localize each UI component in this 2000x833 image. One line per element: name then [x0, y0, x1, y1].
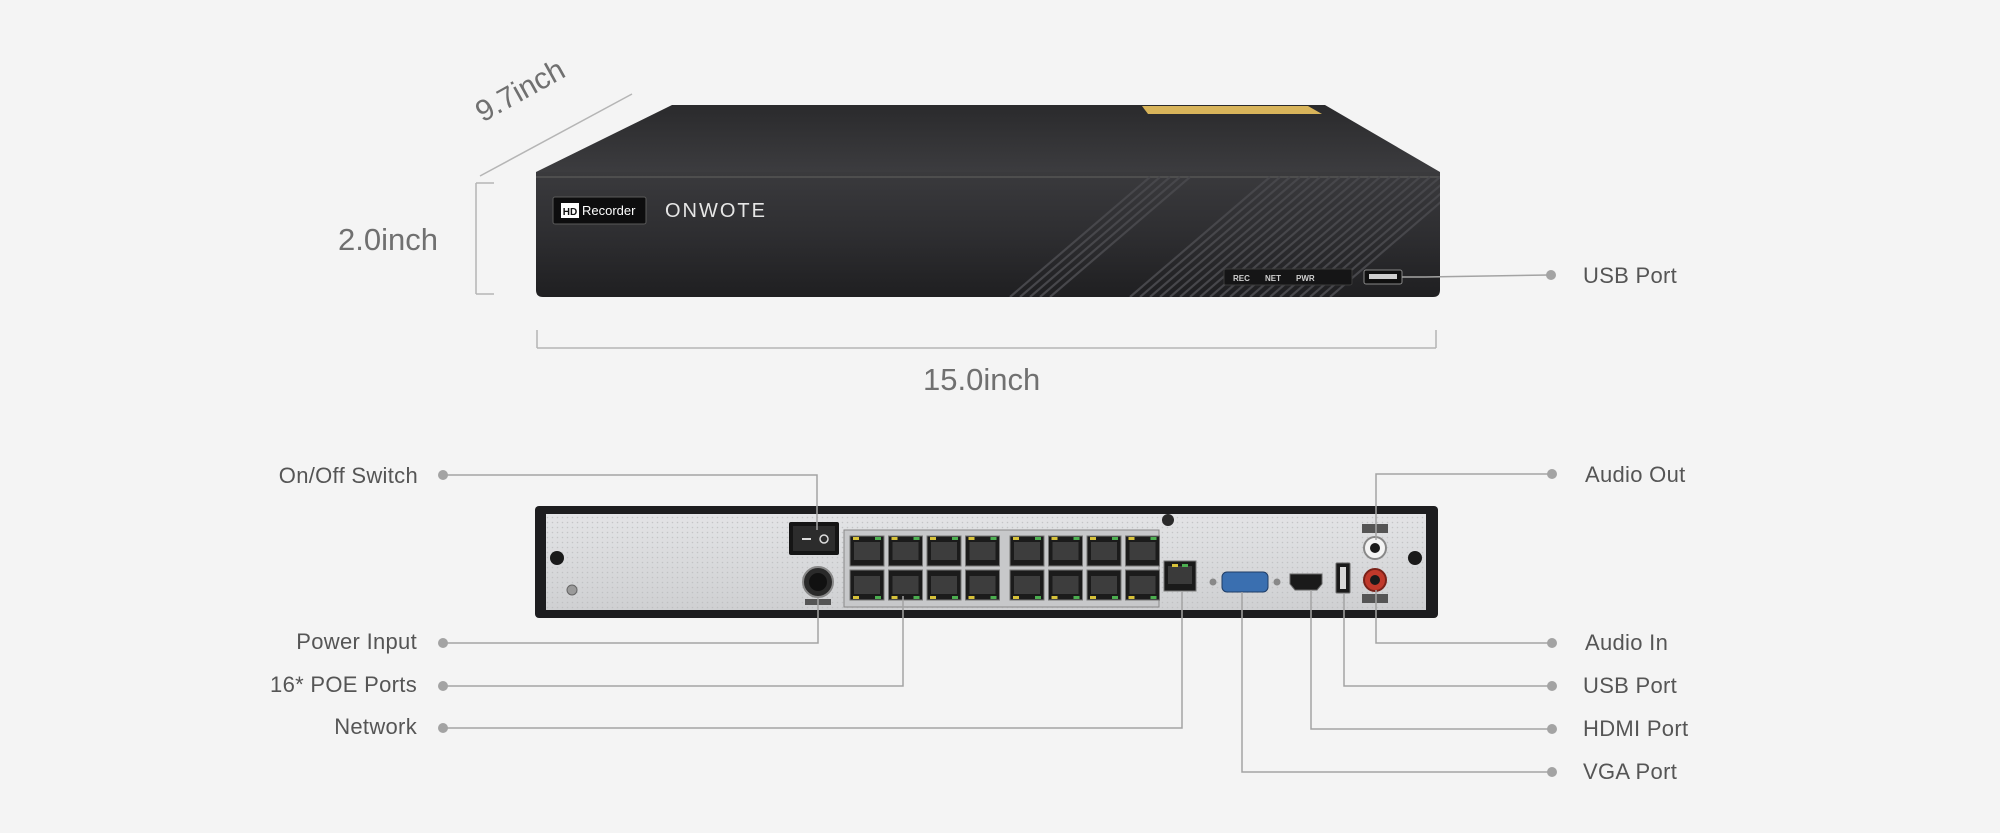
audio-in-label: Audio In [1585, 630, 1669, 655]
poe-port [1086, 569, 1122, 601]
power-input-label: Power Input [296, 629, 417, 654]
poe-port [1048, 569, 1083, 601]
rear-usb-port-label: USB Port [1583, 673, 1678, 698]
front-usb-port-label: USB Port [1583, 263, 1678, 288]
front-face [536, 172, 1440, 297]
leader-lines [443, 274, 1552, 773]
dimension-lines [475, 93, 1437, 349]
poe-port-grid [849, 535, 1160, 601]
poe-port [849, 569, 885, 601]
brand-logo-text: ONWOTE [665, 200, 767, 222]
poe-port [888, 535, 923, 567]
poe-port [1009, 535, 1045, 567]
poe-port [926, 569, 962, 601]
indicator-net: NET [1265, 274, 1281, 283]
indicator-pwr: PWR [1296, 274, 1315, 283]
top-sticker [1142, 106, 1322, 114]
poe-port [1086, 535, 1122, 567]
badge-recorder-text: Recorder [582, 203, 636, 218]
poe-port [965, 569, 1000, 601]
leader-dots [438, 270, 1557, 777]
poe-port [849, 535, 885, 567]
poe-port [1009, 569, 1045, 601]
poe-port [888, 569, 923, 601]
height-dimension-label: 2.0inch [338, 222, 438, 257]
vga-port-label: VGA Port [1583, 759, 1678, 784]
width-dimension-label: 15.0inch [923, 362, 1041, 397]
network-label: Network [334, 714, 417, 739]
vga-port-graphic [1221, 571, 1269, 593]
front-top-surface [536, 105, 1440, 172]
indicator-strip [1223, 268, 1353, 286]
hdmi-port-label: HDMI Port [1583, 716, 1689, 741]
badge-hd-text: HD [563, 207, 577, 218]
hdmi-port-graphic [1289, 573, 1323, 591]
on-off-switch-label: On/Off Switch [278, 463, 418, 488]
poe-port [965, 535, 1000, 567]
audio-out-label: Audio Out [1585, 462, 1686, 487]
poe-port [1125, 569, 1160, 601]
poe-port [926, 535, 962, 567]
poe-port [1125, 535, 1160, 567]
poe-port [1048, 535, 1083, 567]
indicator-rec: REC [1233, 274, 1250, 283]
poe-ports-label: 16* POE Ports [270, 672, 417, 697]
